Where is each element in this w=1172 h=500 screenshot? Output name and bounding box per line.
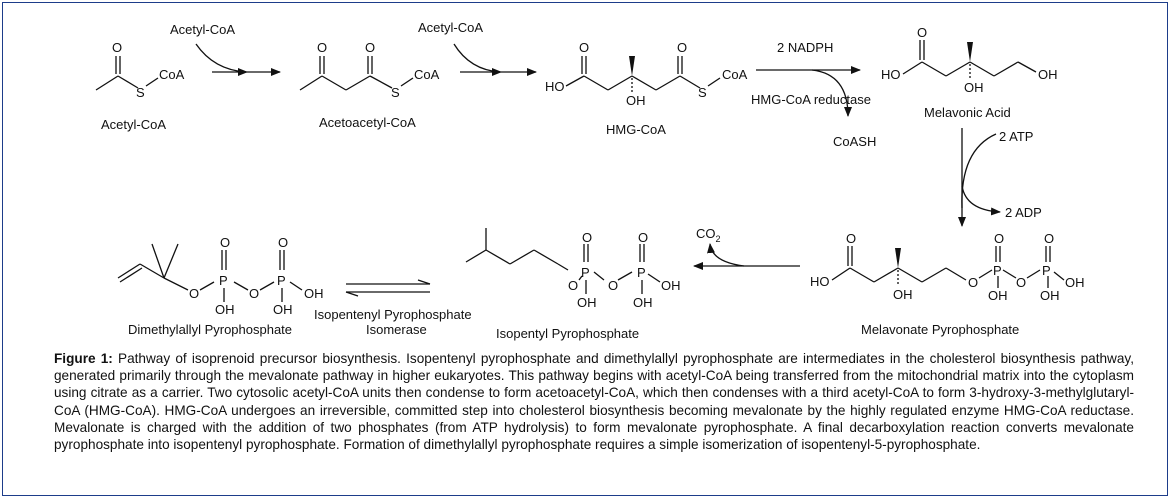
svg-text:O: O	[582, 230, 592, 245]
svg-text:S: S	[391, 85, 400, 100]
mevalonate-pyrophosphate-structure: O HO OH O P O OH O P O OH OH	[810, 231, 1085, 303]
svg-text:P: P	[637, 265, 646, 280]
label-dimethylallyl-pyrophosphate: Dimethylallyl Pyrophosphate	[128, 322, 292, 337]
svg-text:P: P	[219, 273, 228, 288]
acetyl-coa-structure: O S CoA	[95, 40, 185, 100]
reagent-atp: 2 ATP	[999, 129, 1033, 144]
svg-text:O: O	[365, 40, 375, 55]
hmg-coa-structure: O O HO OH S CoA	[545, 40, 748, 108]
svg-text:O: O	[608, 278, 618, 293]
reagent-acetyl-coa-1: Acetyl-CoA	[170, 22, 235, 37]
svg-text:O: O	[677, 40, 687, 55]
enzyme-isomerase-line2: Isomerase	[366, 322, 427, 337]
enzyme-hmg-coa-reductase: HMG-CoA reductase	[751, 92, 871, 107]
isopentyl-pyrophosphate-structure: O P O OH O P O OH OH	[465, 228, 681, 310]
reagent-curve-1	[195, 43, 247, 73]
svg-text:O: O	[249, 286, 259, 301]
label-isopentyl-pyrophosphate: Isopentyl Pyrophosphate	[496, 326, 639, 341]
product-coash: CoASH	[833, 134, 876, 149]
svg-text:OH: OH	[1038, 67, 1058, 82]
label-hmg-coa: HMG-CoA	[606, 122, 666, 137]
svg-text:O: O	[638, 230, 648, 245]
svg-text:O: O	[278, 235, 288, 250]
reagent-nadph: 2 NADPH	[777, 40, 833, 55]
svg-text:OH: OH	[304, 286, 324, 301]
svg-text:O: O	[189, 286, 199, 301]
atom-o: O	[112, 40, 122, 55]
svg-text:OH: OH	[273, 302, 293, 317]
svg-text:CoA: CoA	[722, 67, 748, 82]
svg-text:O: O	[220, 235, 230, 250]
caption-label: Figure 1:	[54, 351, 113, 366]
atom-s: S	[136, 85, 145, 100]
svg-text:P: P	[277, 273, 286, 288]
svg-text:OH: OH	[633, 295, 653, 310]
label-acetyl-coa: Acetyl-CoA	[101, 117, 166, 132]
enzyme-isomerase-line1: Isopentenyl Pyrophosphate	[314, 307, 472, 322]
svg-text:OH: OH	[988, 288, 1008, 303]
dimethylallyl-pyrophosphate-structure: O P O OH O P O OH OH	[117, 235, 324, 317]
pathway-diagram: O S CoA Acetyl-CoA Acetyl-CoA O O S CoA …	[95, 20, 1085, 341]
product-adp: 2 ADP	[1005, 205, 1042, 220]
svg-text:CoA: CoA	[414, 67, 440, 82]
svg-text:O: O	[917, 25, 927, 40]
acetoacetyl-coa-structure: O O S CoA	[299, 40, 440, 100]
svg-text:OH: OH	[893, 287, 913, 302]
svg-text:O: O	[968, 275, 978, 290]
atom-coa: CoA	[159, 67, 185, 82]
svg-text:OH: OH	[215, 302, 235, 317]
svg-text:OH: OH	[577, 295, 597, 310]
svg-text:O: O	[846, 231, 856, 246]
svg-text:S: S	[698, 85, 707, 100]
svg-text:O: O	[568, 278, 578, 293]
equilibrium-arrows	[345, 279, 431, 297]
label-mevalonic-acid: Melavonic Acid	[924, 105, 1011, 120]
label-acetoacetyl-coa: Acetoacetyl-CoA	[319, 115, 416, 130]
mevalonic-acid-structure: O HO OH OH	[881, 25, 1058, 95]
svg-text:HO: HO	[545, 79, 565, 94]
svg-text:O: O	[1044, 231, 1054, 246]
svg-text:OH: OH	[964, 80, 984, 95]
svg-text:HO: HO	[881, 67, 901, 82]
svg-text:P: P	[581, 265, 590, 280]
svg-text:OH: OH	[626, 93, 646, 108]
svg-text:OH: OH	[661, 278, 681, 293]
svg-text:O: O	[1016, 275, 1026, 290]
label-mevalonate-pyrophosphate: Melavonate Pyrophosphate	[861, 322, 1019, 337]
caption-text: Pathway of isoprenoid precursor biosynth…	[54, 351, 1134, 453]
svg-text:P: P	[993, 263, 1002, 278]
svg-text:O: O	[579, 40, 589, 55]
product-co2: CO2	[696, 226, 721, 244]
svg-text:OH: OH	[1040, 288, 1060, 303]
reagent-acetyl-coa-2: Acetyl-CoA	[418, 20, 483, 35]
svg-text:O: O	[994, 231, 1004, 246]
svg-text:O: O	[317, 40, 327, 55]
figure-caption: Figure 1: Pathway of isoprenoid precurso…	[54, 350, 1134, 453]
svg-text:P: P	[1042, 263, 1051, 278]
svg-text:HO: HO	[810, 274, 830, 289]
svg-text:OH: OH	[1065, 275, 1085, 290]
